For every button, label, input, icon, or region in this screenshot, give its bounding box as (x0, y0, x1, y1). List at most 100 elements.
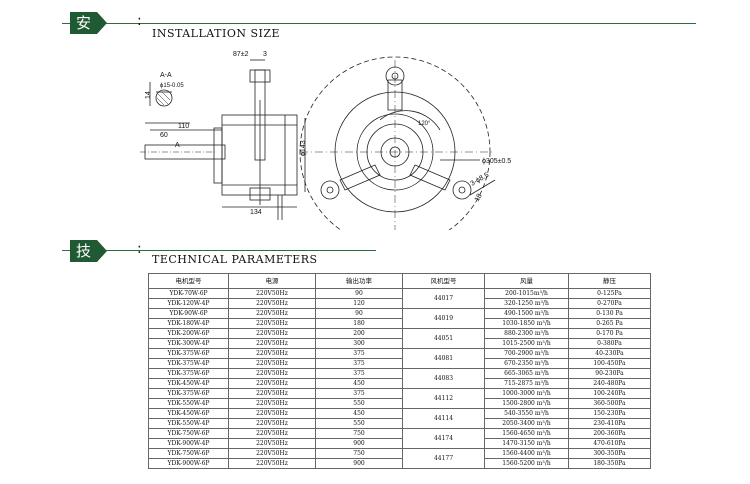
power-supply-cell: 220V50Hz (228, 338, 316, 349)
output-power-cell: 375 (315, 348, 403, 359)
static-pressure-cell: 200-360Pa (568, 428, 651, 439)
fan-model-cell: 44017 (402, 288, 485, 309)
static-pressure-cell: 240-480Pa (568, 378, 651, 389)
section2-rule (62, 250, 376, 251)
dim-3: 3 (263, 51, 267, 58)
airflow-cell: 1560-4400 m³/h (484, 448, 569, 459)
output-power-cell: 550 (315, 418, 403, 429)
motor-model-cell: YDK-900W-6P (148, 458, 229, 469)
output-power-cell: 750 (315, 448, 403, 459)
static-pressure-cell: 470-610Pa (568, 438, 651, 449)
static-pressure-cell: 360-500Pa (568, 398, 651, 409)
static-pressure-cell: 230-410Pa (568, 418, 651, 429)
fan-model-cell: 44051 (402, 328, 485, 349)
static-pressure-cell: 0-380Pa (568, 338, 651, 349)
power-supply-cell: 220V50Hz (228, 308, 316, 319)
airflow-cell: 700-2900 m³/h (484, 348, 569, 359)
power-supply-cell: 220V50Hz (228, 358, 316, 369)
airflow-cell: 2050-3400 m³/h (484, 418, 569, 429)
header-airflow: 风量 (484, 273, 569, 289)
fan-model-cell: 44019 (402, 308, 485, 329)
power-supply-cell: 220V50Hz (228, 408, 316, 419)
motor-body (221, 114, 298, 196)
output-power-cell: 120 (315, 298, 403, 309)
dim-hole: 3-ϕ8.5 (470, 172, 491, 188)
airflow-cell: 1560-5200 m³/h (484, 458, 569, 469)
output-power-cell: 375 (315, 388, 403, 399)
motor-model-cell: YDK-90W-6P (148, 308, 229, 319)
airflow-cell: 1560-4650 m³/h (484, 428, 569, 439)
output-power-cell: 90 (315, 308, 403, 319)
static-pressure-cell: 180-350Pa (568, 458, 651, 469)
table-header-row: 电机型号 电源 输出功率 风机型号 风量 静压 (148, 273, 651, 289)
header-static-pressure: 静压 (568, 273, 651, 289)
airflow-cell: 1030-1850 m³/h (484, 318, 569, 329)
static-pressure-cell: 150-230Pa (568, 408, 651, 419)
power-supply-cell: 220V50Hz (228, 388, 316, 399)
dim-143: ϕ143 (300, 140, 307, 156)
airflow-cell: 1000-3000 m³/h (484, 388, 569, 399)
airflow-cell: 1470-3150 m³/h (484, 438, 569, 449)
motor-model-cell: YDK-450W-6P (148, 408, 229, 419)
power-supply-cell: 220V50Hz (228, 318, 316, 329)
fan-model-cell: 44083 (402, 368, 485, 389)
dim-134: 134 (250, 209, 262, 216)
fan-model-cell: 44112 (402, 388, 485, 409)
section2-title-cn: 技术参数 (76, 242, 92, 326)
output-power-cell: 450 (315, 408, 403, 419)
header-motor-model: 电机型号 (148, 273, 229, 289)
motor-model-cell: YDK-375W-6P (148, 348, 229, 359)
airflow-cell: 540-3550 m³/h (484, 408, 569, 419)
dim-110: 110 (178, 123, 189, 130)
power-supply-cell: 220V50Hz (228, 398, 316, 409)
motor-model-cell: YDK-300W-4P (148, 338, 229, 349)
output-power-cell: 200 (315, 328, 403, 339)
dim-120deg: 120° (418, 121, 431, 127)
section2-badge: 技术参数 (70, 240, 108, 326)
dim-14: 14 (145, 91, 152, 99)
dim-87: 87±2 (233, 51, 249, 58)
shaft-section-circle (155, 89, 173, 107)
power-supply-cell: 220V50Hz (228, 448, 316, 459)
dim-60: 60 (160, 132, 168, 139)
power-supply-cell: 220V50Hz (228, 298, 316, 309)
power-supply-cell: 220V50Hz (228, 438, 316, 449)
header-power-supply: 电源 (228, 273, 316, 289)
dim-section-label: A-A (160, 72, 172, 79)
airflow-cell: 1500-2800 m³/h (484, 398, 569, 409)
motor-model-cell: YDK-750W-6P (148, 428, 229, 439)
section1-rule (62, 23, 696, 24)
power-supply-cell: 220V50Hz (228, 368, 316, 379)
output-power-cell: 375 (315, 358, 403, 369)
static-pressure-cell: 90-230Pa (568, 368, 651, 379)
output-power-cell: 90 (315, 288, 403, 299)
motor-model-cell: YDK-550W-4P (148, 418, 229, 429)
fan-model-cell: 44114 (402, 408, 485, 429)
motor-model-cell: YDK-900W-4P (148, 438, 229, 449)
static-pressure-cell: 0-125Pa (568, 288, 651, 299)
motor-model-cell: YDK-200W-6P (148, 328, 229, 339)
airflow-cell: 715-2875 m³/h (484, 378, 569, 389)
dim-a-marker: A (175, 142, 180, 149)
section1-colon: : (137, 13, 142, 29)
section1-badge: 安装尺寸 (70, 12, 108, 98)
output-power-cell: 450 (315, 378, 403, 389)
fan-model-cell: 44177 (402, 448, 485, 469)
output-power-cell: 180 (315, 318, 403, 329)
output-power-cell: 900 (315, 458, 403, 469)
motor-model-cell: YDK-180W-4P (148, 318, 229, 329)
output-power-cell: 300 (315, 338, 403, 349)
output-power-cell: 750 (315, 428, 403, 439)
